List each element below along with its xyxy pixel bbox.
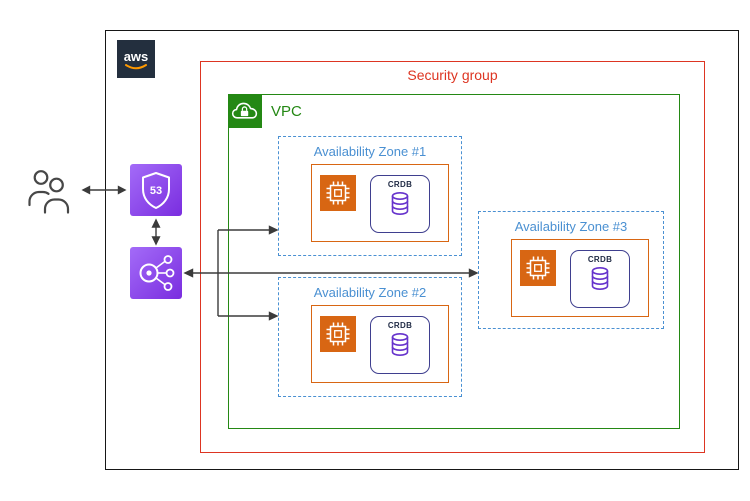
database-icon [591, 266, 609, 290]
crdb-node: CRDB [570, 250, 630, 308]
chip-icon [326, 181, 350, 205]
availability-zone-3-box: Availability Zone #3 [478, 211, 664, 329]
aws-logo-icon: aws [124, 49, 149, 70]
database-icon [391, 332, 409, 356]
aws-logo: aws [117, 40, 155, 78]
availability-zone-3-label: Availability Zone #3 [514, 219, 628, 234]
ec2-group-az2: CRDB [311, 305, 449, 383]
hub-dot [146, 270, 152, 276]
route53-icon: 53 [130, 164, 182, 216]
load-balancer-icon [130, 247, 182, 299]
crdb-label: CRDB [387, 321, 413, 330]
availability-zone-1-label: Availability Zone #1 [313, 144, 427, 159]
security-group-box: Security group VPC Availability Zone #1 [200, 61, 705, 453]
ec2-group-az3: CRDB [511, 239, 649, 317]
ec2-instance-icon [320, 316, 356, 352]
route53-number: 53 [150, 185, 162, 197]
chip-icon [326, 322, 350, 346]
availability-zone-2-label: Availability Zone #2 [313, 285, 427, 300]
users-icon [26, 166, 78, 214]
arrowhead-left-icon [81, 185, 91, 195]
vpc-icon [229, 95, 262, 128]
crdb-label: CRDB [587, 255, 613, 264]
aws-cloud-box: aws Security group VPC Availabi [105, 30, 739, 470]
ec2-instance-icon [520, 250, 556, 286]
vpc-cloud-lock-icon [231, 102, 258, 119]
aws-logo-text: aws [124, 49, 149, 64]
vpc-label: VPC [271, 103, 302, 120]
crdb-node: CRDB [370, 175, 430, 233]
security-group-label: Security group [407, 67, 498, 83]
shield-glyph [142, 172, 170, 209]
crdb-node: CRDB [370, 316, 430, 374]
ec2-instance-icon [320, 175, 356, 211]
vpc-box: VPC Availability Zone #1 [228, 94, 680, 429]
crdb-label: CRDB [387, 180, 413, 189]
availability-zone-2-box: Availability Zone #2 [278, 277, 462, 397]
availability-zone-1-box: Availability Zone #1 [278, 136, 462, 256]
database-icon [391, 191, 409, 215]
ec2-group-az1: CRDB [311, 164, 449, 242]
aws-smile [125, 64, 147, 70]
chip-icon [526, 256, 550, 280]
